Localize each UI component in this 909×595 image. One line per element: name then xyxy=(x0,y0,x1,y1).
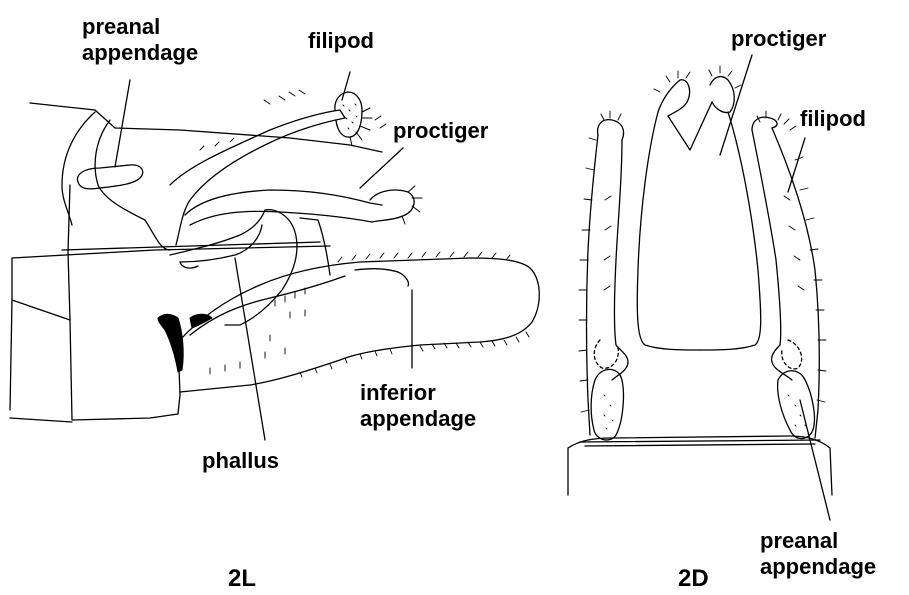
proctiger-notch xyxy=(668,102,712,150)
panel-id-2l-text: 2L xyxy=(228,566,256,592)
label-filipod-text: filipod xyxy=(308,28,374,54)
proctiger-dorsal-bristles xyxy=(654,66,741,92)
label-proctiger-d-text: proctiger xyxy=(731,26,826,52)
preanal-appendage-shape xyxy=(77,165,142,189)
panel-id-2d: 2D xyxy=(678,566,709,592)
left-process-dashed xyxy=(594,340,618,368)
proctiger-tip xyxy=(370,190,414,222)
label-filipod-2d: filipod xyxy=(800,106,866,132)
preanal-leader xyxy=(115,80,130,167)
panel-id-2l: 2L xyxy=(228,566,256,592)
right-filipod-leader xyxy=(788,138,805,192)
right-arm-outer xyxy=(772,128,819,438)
label-proctiger-2d: proctiger xyxy=(731,26,826,52)
right-arm-inner xyxy=(752,130,781,345)
left-arm-inner xyxy=(615,140,623,345)
right-arm-tip xyxy=(752,117,777,130)
sclerite-dark xyxy=(158,314,183,372)
dorsal-view-drawing xyxy=(568,55,832,520)
basal-segment-fold xyxy=(12,246,330,320)
panel-id-2d-text: 2D xyxy=(678,566,709,592)
label-phallus-2l: phallus xyxy=(202,448,279,474)
preanal-dorsal-left xyxy=(591,369,623,440)
label-filipod-2l: filipod xyxy=(308,28,374,54)
right-arm-bristles xyxy=(757,111,826,402)
phallus-bulb xyxy=(180,262,198,268)
label-preanal-appendage-2l: preanal appendage xyxy=(82,14,198,66)
filipod-tip xyxy=(335,92,362,137)
preanal-dorsal-stipple xyxy=(604,395,806,429)
label-inferior-line1: inferior xyxy=(360,380,476,406)
label-inferior-line2: appendage xyxy=(360,406,476,432)
right-process-dashed xyxy=(782,340,802,369)
label-preanal-line2: appendage xyxy=(82,40,198,66)
basal-segment xyxy=(68,185,180,420)
label-preanal-d-line2: appendage xyxy=(760,554,876,580)
proctiger-dorsal-right xyxy=(710,77,734,113)
label-preanal-line1: preanal xyxy=(82,14,198,40)
filipod-arm xyxy=(170,110,345,245)
filipod-leader xyxy=(342,72,350,100)
proctiger-leader xyxy=(360,148,403,188)
proctiger-dorsal-left xyxy=(658,80,690,116)
left-arm-tip xyxy=(598,120,624,140)
tergite-front-curve xyxy=(95,120,170,250)
label-preanal-d-line1: preanal xyxy=(760,528,876,554)
basal-plate-ridge xyxy=(580,440,820,446)
phallus-shape xyxy=(170,210,297,325)
tergite-outline xyxy=(30,103,382,152)
label-preanal-appendage-2d: preanal appendage xyxy=(760,528,876,580)
preanal-dorsal-right xyxy=(778,371,815,439)
proctiger-body-right xyxy=(700,112,761,350)
proctiger-arm xyxy=(185,190,382,215)
inferior-lobe xyxy=(355,269,408,286)
label-phallus-text: phallus xyxy=(202,448,279,474)
label-proctiger-text: proctiger xyxy=(393,118,488,144)
label-proctiger-2l: proctiger xyxy=(393,118,488,144)
filipod-bristles xyxy=(343,104,372,146)
phallus-inner xyxy=(180,225,262,262)
basal-segment-ventral xyxy=(10,300,72,422)
tergite-hairs xyxy=(200,90,386,150)
label-inferior-appendage-2l: inferior appendage xyxy=(360,380,476,432)
label-filipod-d-text: filipod xyxy=(800,106,866,132)
